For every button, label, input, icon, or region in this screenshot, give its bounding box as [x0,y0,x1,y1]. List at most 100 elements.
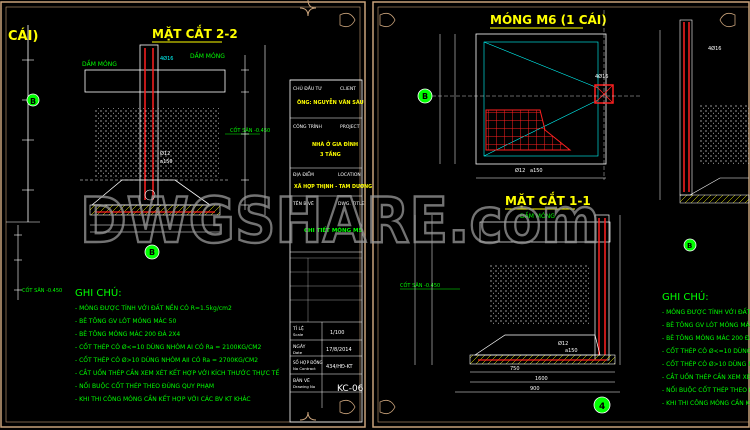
footing-outline [689,177,749,196]
tb-scale-label-en: Scale [293,332,304,337]
tb-sheet-label: BẢN VẼ [293,376,310,384]
ground-label-small: CỐT SÂN -0.450 [22,286,62,294]
footing-plan-inner [483,41,599,157]
tb-contract-label-en: No Contract [293,366,316,371]
note-line: - CỐT THÉP CÓ Ø<=10 DÙNG NHÓ [662,347,750,355]
rebar-mid-label: Ø12 [515,167,525,174]
note-line: - CỐT THÉP CÓ Ø<=10 DÙNG NHÓM AI CÓ Ra =… [75,343,261,351]
note-line: - MÓNG ĐƯỢC TÍNH VỚI ĐẤT NỀN CÓ R=1.5kg/… [75,304,232,312]
tb-date-label-en: Date [293,350,303,355]
ground-label: CỐT SÂN -0.450 [400,281,440,289]
rebar-spacing-label: a150 [530,168,543,174]
tb-title-label: TÊN B.VẼ [292,199,314,207]
note-line: - CẮT UỐN THÉP CẦN XEM XÉT KẾT HỢP VỚI K… [75,369,279,377]
axis-marker-number: 4 [599,402,605,412]
axis-marker-label: B [687,242,692,250]
right-sheet: MÓNG M6 (1 CÁI) B 4Ø16 Ø12 a150 B 4Ø16 M… [372,1,750,428]
note-line: - CỐT THÉP CÓ Ø>10 DÙNG NHÓM AII CÓ Ra =… [75,356,258,364]
rebar-callout-icon [144,189,156,201]
corner-ornament-icon [379,12,396,28]
tb-project-label: CÔNG TRÌNH [293,123,322,130]
tb-project-label-en: PROJECT [340,124,360,130]
corner-ornament-icon [379,399,396,415]
notes-title: GHI CHÚ: [662,290,709,303]
title-block: CHỦ ĐẦU TƯ CLIENT ÔNG: NGUYỄN VĂN SÁU CÔ… [289,79,372,423]
rebar-mid-label: Ø12 [160,150,170,157]
tb-scale-label: TỈ LỆ [292,324,304,332]
corner-ornament-icon [339,12,356,28]
axis-marker-icon [144,244,160,260]
rebar-spacing-label: a150 [565,348,578,354]
notes-title: GHI CHÚ: [75,286,122,299]
rebar-top-label: 4Ø16 [160,55,173,62]
note-line: - CẮT UỐN THÉP CẦN XEM XÉT [662,373,750,381]
note-line: - NỐI BUỘC CỐT THÉP THEO ĐỦ [662,386,750,394]
axis-marker-icon [417,88,433,104]
watermark-text: DWGSHARE.com [80,184,600,257]
rebar-grid [485,109,572,151]
tb-title-label-en: DWG. TITLE [338,201,365,207]
corner-ornament-icon [299,411,317,421]
foundation-beam [479,221,611,243]
section-2-2-title: MẶT CẮT 2-2 [152,25,238,41]
note-line: - BÊ TÔNG MÓNG MÁC 200 ĐÁ 2X4 [75,330,180,338]
footing-base [679,194,750,204]
corner-ornament-icon [339,399,356,415]
soil-fill [95,108,220,178]
dim-total: 1600 [535,376,548,382]
tb-client-label: CHỦ ĐẦU TƯ [293,84,322,92]
beam-label-right: DẦM MÓNG [190,52,225,60]
rebar-mid-label: Ø12 [558,340,568,347]
tb-sheet-value: KC-06 [337,384,364,394]
tb-client-value: ÔNG: NGUYỄN VĂN SÁU [297,98,364,106]
footing-plan [475,33,607,165]
dim-part: 750 [510,366,520,372]
tb-date-value: 17/8/2014 [326,347,352,353]
rebar-spacing-label: a150 [160,159,173,165]
right-sheet-inner-frame [377,6,750,423]
tb-location-label: ĐỊA ĐIỂM [293,170,314,178]
tb-contract-value: 434/HĐ-KT [326,364,354,370]
axis-marker-label: B [422,92,428,101]
section-marker-icon [26,93,40,107]
corner-ornament-icon [719,12,736,28]
tb-location-label-en: LOCATION [338,172,361,178]
note-line: - BÊ TÔNG GV LÓT MÓNG MÁC 50 [662,321,750,329]
section-1-1-title: MẶT CẮT 1-1 [505,192,591,208]
soil-fill [700,105,749,165]
rebar-top-label-partial: 4Ø16 [708,45,721,52]
axis-marker-icon [593,396,611,414]
tb-date-label: NGÀY [293,343,306,350]
tb-sheet-label-en: Drawing No [293,384,316,389]
left-sheet-frame [0,1,366,428]
tb-project-value-line2: 3 TẦNG [320,149,341,158]
ground-label: CỐT SÂN -0.450 [230,126,270,134]
left-corner-title: CÁI) [8,28,38,44]
foundation-beam [84,69,226,93]
tb-scale-value: 1/100 [330,330,344,336]
section-marker-label: B [30,97,36,106]
note-line: - KHI THI CÔNG MÓNG CẦN KẾT [662,399,750,407]
note-line: - KHI THI CÔNG MÓNG CẦN KẾT HỢP VỚI CÁC … [75,395,251,403]
beam-label-left: DẦM MÓNG [82,60,117,68]
tb-title-value: CHI TIẾT MÓNG M5 [304,226,362,234]
column-outline [679,19,693,196]
tb-contract-label: SỐ HỢP ĐỒNG [293,360,323,365]
axis-marker-label: B [149,248,155,257]
footing-outline [473,334,601,356]
tb-location-value: XÃ HỢP THỊNH - TAM DƯƠNG [294,183,372,190]
tb-project-value-line1: NHÀ Ở GIA ĐÌNH [312,140,358,148]
note-line: - BÊ TÔNG MÓNG MÁC 200 ĐÁ [662,334,750,342]
rebar-top-label: 4Ø16 [595,73,608,80]
notes-list: - MÓNG ĐƯỢC TÍNH VỚI ĐẤT NỀN CÓ R - BÊ T… [662,308,750,407]
tb-client-label-en: CLIENT [340,86,356,92]
note-line: - BÊ TÔNG GV LÓT MÓNG MÁC 50 [75,317,176,325]
dim-width: 900 [530,386,540,392]
footing-base [89,204,221,216]
left-sheet: CÁI) B CỐT SÂN -0.450 MẶT CẮT 2-2 DẦM MÓ… [0,0,366,428]
axis-marker-icon [683,238,697,252]
soil-fill [490,265,590,325]
note-line: - CỐT THÉP CÓ Ø>10 DÙNG NHÓ [662,360,750,368]
notes-list: - MÓNG ĐƯỢC TÍNH VỚI ĐẤT NỀN CÓ R=1.5kg/… [75,304,279,403]
